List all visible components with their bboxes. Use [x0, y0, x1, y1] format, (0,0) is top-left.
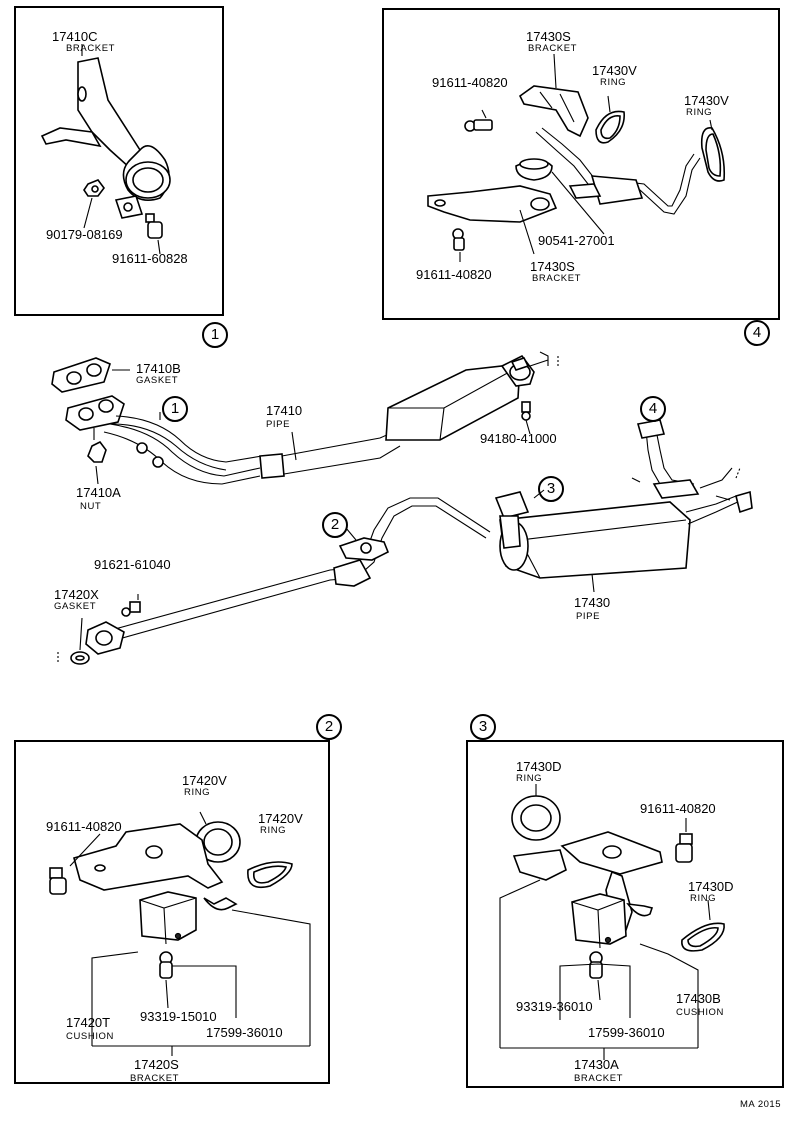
- label-17420t-name: CUSHION: [66, 1031, 115, 1042]
- label-17410-number: 17410: [266, 403, 303, 418]
- bracket-17430a-drawing: [499, 784, 725, 1060]
- inset-frame-2: [14, 740, 330, 1084]
- label-17420v-b-name: RING: [260, 825, 287, 836]
- label-17420s-name: BRACKET: [130, 1073, 180, 1084]
- label-91621-61040: 91621-61040: [94, 557, 171, 572]
- exhaust-assembly-drawing: [51, 351, 753, 665]
- label-91611-40820-bottom: 91611-40820: [416, 267, 492, 282]
- label-17430-number: 17430: [574, 595, 611, 610]
- label-17599-36010-inset2: 17599-36010: [206, 1025, 283, 1040]
- inset-frame-1: [14, 6, 224, 316]
- label-17430s-top-name: BRACKET: [528, 43, 578, 54]
- bracket-17410c-drawing: [40, 44, 171, 255]
- callout-2-main: 2: [322, 512, 348, 538]
- callout-3-main: 3: [538, 476, 564, 502]
- label-91611-60828: 91611-60828: [112, 251, 188, 266]
- label-93319-15010: 93319-15010: [140, 1009, 217, 1024]
- label-17420v-b-number: 17420V: [258, 811, 303, 826]
- label-90541-27001: 90541-27001: [538, 233, 615, 248]
- label-17410-name: PIPE: [266, 419, 291, 430]
- label-17430v-b-name: RING: [686, 107, 713, 118]
- label-17430d-b-name: RING: [690, 893, 717, 904]
- label-90179-08169: 90179-08169: [46, 227, 123, 242]
- label-17420t-number: 17420T: [66, 1015, 111, 1030]
- label-94180-41000: 94180-41000: [480, 431, 557, 446]
- callout-3-inset: 3: [470, 714, 496, 740]
- figure-id: MA 2015: [740, 1099, 781, 1110]
- label-17410c-name: BRACKET: [66, 43, 116, 54]
- label-17420v-a-name: RING: [184, 787, 211, 798]
- callout-1-inset: 1: [202, 322, 228, 348]
- bracket-17420s-drawing: [49, 811, 311, 1056]
- label-91611-40820-inset3: 91611-40820: [640, 801, 716, 816]
- label-17599-36010-inset3: 17599-36010: [588, 1025, 665, 1040]
- label-17430b-number: 17430B: [676, 991, 721, 1006]
- callout-2-inset: 2: [316, 714, 342, 740]
- label-17430a-number: 17430A: [574, 1057, 619, 1072]
- label-17430d-b-number: 17430D: [688, 879, 734, 894]
- inset-frame-4: [382, 8, 780, 320]
- label-17430v-a-number: 17430V: [592, 63, 637, 78]
- label-17430a-name: BRACKET: [574, 1073, 624, 1084]
- label-17430v-a-name: RING: [600, 77, 627, 88]
- callout-4-main: 4: [640, 396, 666, 422]
- label-93319-36010: 93319-36010: [516, 999, 593, 1014]
- label-17430v-b-number: 17430V: [684, 93, 729, 108]
- inset-frame-3: [466, 740, 784, 1088]
- callout-1-main: 1: [162, 396, 188, 422]
- label-91611-40820-top: 91611-40820: [432, 75, 508, 90]
- label-17430s-top-number: 17430S: [526, 29, 571, 44]
- label-17420v-a-number: 17420V: [182, 773, 227, 788]
- callout-4-inset: 4: [744, 320, 770, 346]
- label-17420s-number: 17420S: [134, 1057, 179, 1072]
- label-17410a-name: NUT: [80, 501, 102, 512]
- label-17430b-name: CUSHION: [676, 1007, 725, 1018]
- label-17410b-number: 17410B: [136, 361, 181, 376]
- label-17430s-bottom-name: BRACKET: [532, 273, 582, 284]
- label-17430-name: PIPE: [576, 611, 601, 622]
- label-17430d-a-name: RING: [516, 773, 543, 784]
- hanger-bracket-17430s-drawing: [427, 53, 726, 262]
- label-91611-40820-inset2: 91611-40820: [46, 819, 122, 834]
- label-17410c-number: 17410C: [52, 29, 98, 44]
- label-17420x-number: 17420X: [54, 587, 99, 602]
- label-17430d-a-number: 17430D: [516, 759, 562, 774]
- label-17420x-name: GASKET: [54, 601, 97, 612]
- label-17410b-name: GASKET: [136, 375, 179, 386]
- label-17410a-number: 17410A: [76, 485, 121, 500]
- label-17430s-bottom-number: 17430S: [530, 259, 575, 274]
